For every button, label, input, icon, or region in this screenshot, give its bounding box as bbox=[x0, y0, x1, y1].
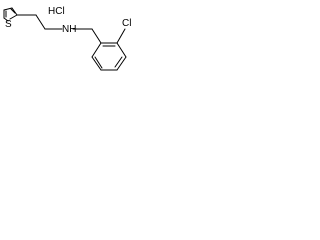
thiophene-bond-c2-c3 bbox=[11, 7, 18, 16]
amine-label: NH bbox=[62, 24, 76, 35]
thiophene-bond-s-c2 bbox=[9, 14, 18, 20]
molecule-structure: S NH Cl HCl bbox=[3, 6, 131, 71]
sulfur-label: S bbox=[5, 19, 12, 30]
thiophene-double-bond-1 bbox=[10, 8, 16, 14]
thiophene-ring bbox=[3, 7, 18, 22]
benzene-bond-2 bbox=[91, 56, 102, 71]
chlorine-label: Cl bbox=[122, 18, 131, 29]
salt-label: HCl bbox=[48, 6, 65, 17]
bond-c-cl bbox=[116, 28, 126, 44]
thiophene-bond-c3-c4 bbox=[3, 7, 13, 11]
benzene-double-bond-2 bbox=[114, 56, 123, 68]
bond-ch2-ch2 bbox=[35, 14, 46, 30]
thiophene-bond-c5-s bbox=[3, 17, 9, 22]
benzene-bond-4 bbox=[116, 56, 127, 71]
bond-ch2-ring bbox=[91, 28, 102, 44]
benzene-bond-1 bbox=[91, 42, 102, 58]
benzene-ring bbox=[91, 42, 127, 71]
benzene-bond-5 bbox=[116, 42, 127, 58]
benzene-double-bond-1 bbox=[94, 56, 103, 69]
